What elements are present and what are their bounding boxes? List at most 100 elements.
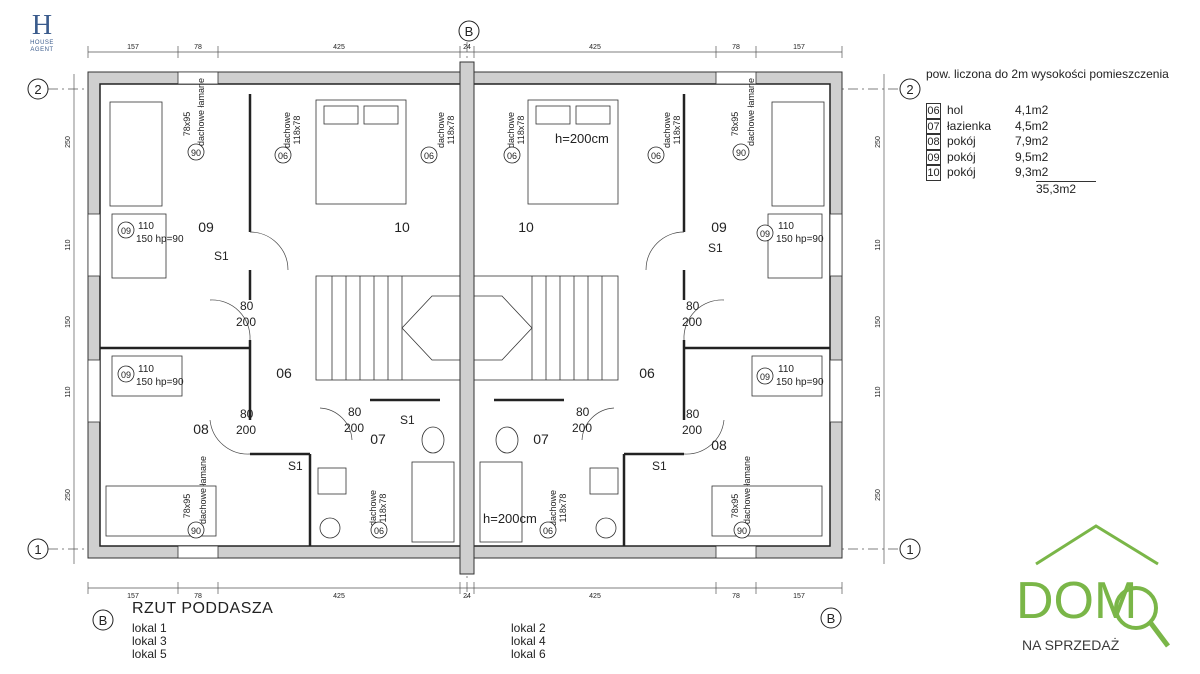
door-width: 80: [686, 407, 700, 421]
roof-window-size: 118x78: [516, 116, 526, 145]
dom-na-sprzedaz-logo: DOM NA SPRZEDAŻ: [1016, 524, 1170, 653]
wall-window-width: 110: [778, 364, 794, 375]
door-width: 80: [686, 299, 700, 313]
room-06-right: 06: [639, 365, 655, 381]
door-width: 80: [348, 405, 362, 419]
door-width: 80: [240, 299, 254, 313]
s1-label: S1: [708, 241, 723, 255]
dim-bottom: 78: [194, 593, 202, 600]
dim-bottom: 78: [732, 593, 740, 600]
lokal-item: lokal 1: [132, 621, 167, 635]
skew-window-size: 78x95: [182, 494, 192, 519]
wall-window-height: 150 hp=90: [136, 377, 184, 388]
area-num: 09: [926, 149, 941, 165]
wall-window-height: 150 hp=90: [136, 234, 184, 245]
roof-window-labels: dachowe 118x78 dachowe 118x78 dachowe 11…: [182, 78, 756, 526]
axis-b-bottom-right: B: [827, 611, 836, 626]
axis-b-top: B: [465, 24, 474, 39]
s1-label: S1: [652, 459, 667, 473]
skew-window-size: 78x95: [730, 112, 740, 137]
axis-markers: [27, 20, 921, 631]
dim-bottom: 425: [333, 593, 345, 600]
area-name: łazienka: [947, 118, 992, 133]
axis-2-right: 2: [906, 82, 913, 97]
door-height: 200: [236, 423, 256, 437]
area-row: 08 pokój 7,9m2: [926, 134, 1096, 150]
door-width: 80: [240, 407, 254, 421]
area-row: 10 pokój 9,3m2: [926, 165, 1096, 181]
roof-window-size: 118x78: [378, 494, 388, 523]
roof-window-size: 118x78: [672, 116, 682, 145]
skew-window-size: 78x95: [730, 494, 740, 519]
dim-side: 110: [65, 386, 72, 397]
dim-top: 24: [463, 44, 471, 51]
dim-top: 157: [127, 44, 139, 51]
room-06-left: 06: [276, 365, 292, 381]
room-07-left: 07: [370, 431, 386, 447]
area-num: 08: [926, 134, 941, 150]
axis-1-left: 1: [34, 542, 41, 557]
dim-side: 110: [65, 239, 72, 250]
area-row: 09 pokój 9,5m2: [926, 149, 1096, 165]
roof-window-type: dachowe: [368, 490, 378, 526]
wall-window-width: 110: [138, 221, 154, 232]
dim-bottom: 157: [793, 593, 805, 600]
dim-top: 157: [793, 44, 805, 51]
roof-window-type: dachowe: [548, 490, 558, 526]
window-number: 06: [651, 151, 661, 161]
lokal-item: lokal 6: [511, 647, 546, 661]
dim-bottom: 157: [127, 593, 139, 600]
area-value: 7,9m2: [1015, 134, 1049, 148]
logo-line2: AGENT: [30, 47, 54, 53]
room-09-left: 09: [198, 219, 214, 235]
window-number: 09: [121, 226, 131, 236]
area-note: pow. liczona do 2m wysokości pomieszczen…: [926, 67, 1169, 81]
skew-window-type: dachowe łamane: [198, 456, 208, 524]
skew-window-type: dachowe łamane: [746, 78, 756, 146]
roof-window-type: dachowe: [662, 112, 672, 148]
window-number: 90: [737, 526, 747, 536]
room-10-left: 10: [394, 219, 410, 235]
area-num: 07: [926, 118, 941, 134]
dim-side: 250: [65, 489, 72, 501]
plan-title: RZUT PODDASZA: [132, 600, 274, 617]
roof-window-type: dachowe: [436, 112, 446, 148]
dim-side: 250: [875, 136, 882, 148]
door-height: 200: [572, 421, 592, 435]
magnifier-handle-icon: [1148, 620, 1170, 648]
walls: [87, 61, 843, 575]
dim-bottom: 425: [589, 593, 601, 600]
area-row: 07 łazienka 4,5m2: [926, 118, 1096, 134]
window-markers: [117, 143, 774, 539]
house-agent-logo: H HOUSE AGENT: [22, 12, 62, 54]
axis-1-right: 1: [906, 542, 913, 557]
room-08-right: 08: [711, 437, 727, 453]
skew-window-size: 78x95: [182, 112, 192, 137]
area-total: 35,3m2: [1036, 180, 1096, 196]
logo-line1: HOUSE: [30, 40, 54, 46]
roof-window-size: 118x78: [446, 116, 456, 145]
wall-window-width: 110: [138, 364, 154, 375]
door-width: 80: [576, 405, 590, 419]
skew-window-type: dachowe łamane: [742, 456, 752, 524]
roof-window-type: dachowe: [506, 112, 516, 148]
s1-label: S1: [214, 249, 229, 263]
door-height: 200: [236, 315, 256, 329]
area-value: 9,5m2: [1015, 149, 1049, 164]
window-number: 09: [760, 372, 770, 382]
axis-2-left: 2: [34, 82, 41, 97]
lokal-item: lokal 2: [511, 621, 546, 635]
axis-b-bottom-left: B: [99, 613, 108, 628]
window-number: 06: [543, 526, 553, 536]
roof-window-type: dachowe: [282, 112, 292, 148]
lokal-item: lokal 5: [132, 647, 167, 661]
roof-window-size: 118x78: [292, 116, 302, 145]
area-num: 06: [926, 103, 941, 119]
area-name: pokój: [947, 165, 976, 179]
area-table: 06 hol 4,1m2 07 łazienka 4,5m2 08 pokój …: [926, 103, 1096, 196]
dim-top: 425: [589, 44, 601, 51]
internal-walls: [100, 94, 830, 546]
height-label-bottom: h=200cm: [483, 511, 537, 526]
furniture: [105, 99, 825, 543]
door-swings: [209, 231, 725, 455]
